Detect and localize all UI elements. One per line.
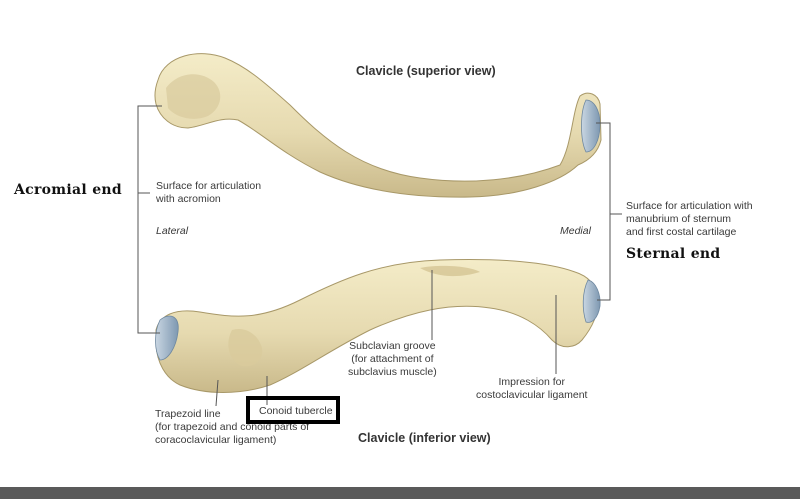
medial-label: Medial <box>560 225 591 237</box>
clavicle-inferior-bone <box>155 259 601 393</box>
sternal-end-label: Sternal end <box>626 246 721 262</box>
conoid-tubercle-label: Conoid tubercle <box>257 405 335 418</box>
subclavian-groove-label: Subclavian groove (for attachment of sub… <box>348 340 437 378</box>
footer-bar <box>0 487 800 499</box>
impression-label: Impression for costoclavicular ligament <box>476 376 588 401</box>
superior-view-title: Clavicle (superior view) <box>356 64 496 78</box>
clavicle-superior-bone <box>154 53 602 198</box>
inferior-view-title: Clavicle (inferior view) <box>358 431 491 445</box>
sternum-surface-label: Surface for articulation with manubrium … <box>626 200 753 238</box>
conoid-tubercle-highlight-box <box>246 396 340 424</box>
trapezoid-line-label: Trapezoid line (for trapezoid and conoid… <box>155 408 310 446</box>
leader-lines <box>137 105 622 407</box>
lateral-label: Lateral <box>156 225 189 237</box>
acromion-surface-label: Surface for articulation with acromion <box>156 180 262 205</box>
acromial-end-label: Acromial end <box>14 182 122 198</box>
